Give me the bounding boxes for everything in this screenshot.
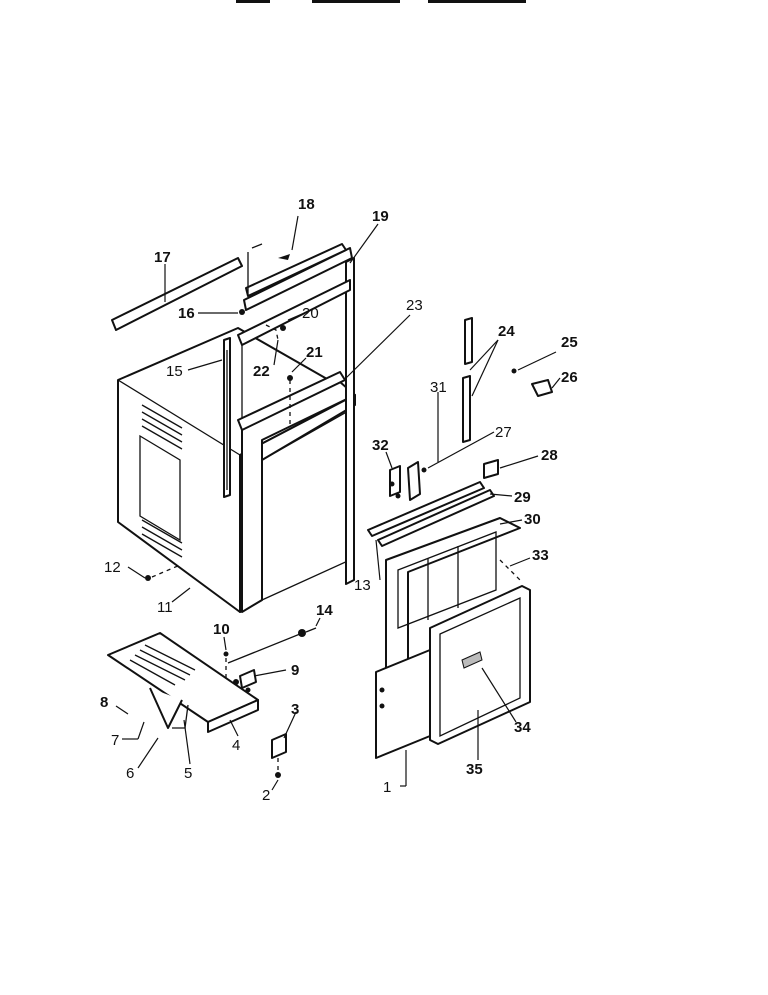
callout-30: 30 (524, 511, 541, 528)
callout-17: 17 (154, 249, 171, 266)
callout-22: 22 (253, 363, 270, 380)
callout-19: 19 (372, 208, 389, 225)
callout-14: 14 (316, 602, 333, 619)
callout-18: 18 (298, 196, 315, 213)
callout-16: 16 (178, 305, 195, 322)
callout-11: 11 (157, 599, 173, 616)
callout-7: 7 (111, 732, 119, 749)
callout-23: 23 (406, 297, 423, 314)
callout-12: 12 (104, 559, 121, 576)
callout-24: 24 (498, 323, 515, 340)
top-rails (111, 243, 355, 585)
side-curtain-parts (367, 317, 553, 547)
callout-35: 35 (466, 761, 483, 778)
callout-31: 31 (430, 379, 447, 396)
callout-28: 28 (541, 447, 558, 464)
callout-27: 27 (495, 424, 512, 441)
callout-15: 15 (166, 363, 183, 380)
part-12-screw (145, 575, 151, 581)
callout-10: 10 (213, 621, 230, 638)
callout-34: 34 (514, 719, 531, 736)
callout-9: 9 (291, 662, 299, 679)
callout-25: 25 (561, 334, 578, 351)
callout-32: 32 (372, 437, 389, 454)
part-14 (227, 627, 317, 664)
callout-labels: 1 2 3 4 5 6 7 8 9 10 11 12 13 14 15 16 1… (100, 196, 578, 804)
front-grille (375, 649, 431, 759)
callout-29: 29 (514, 489, 531, 506)
callout-3: 3 (291, 701, 299, 718)
callout-2: 2 (262, 787, 270, 804)
callout-20: 20 (302, 305, 319, 322)
part-3-bracket (271, 733, 287, 778)
callout-5: 5 (184, 765, 192, 782)
base-pan (107, 632, 259, 733)
callout-8: 8 (100, 694, 108, 711)
leader-lines (115, 215, 561, 791)
cabinet (117, 327, 356, 613)
callout-1: 1 (383, 779, 391, 796)
callout-4: 4 (232, 737, 240, 754)
callout-6: 6 (126, 765, 134, 782)
callout-33: 33 (532, 547, 549, 564)
callout-26: 26 (561, 369, 578, 386)
header-remnant (236, 0, 526, 3)
callout-21: 21 (306, 344, 323, 361)
callout-13: 13 (354, 577, 371, 594)
